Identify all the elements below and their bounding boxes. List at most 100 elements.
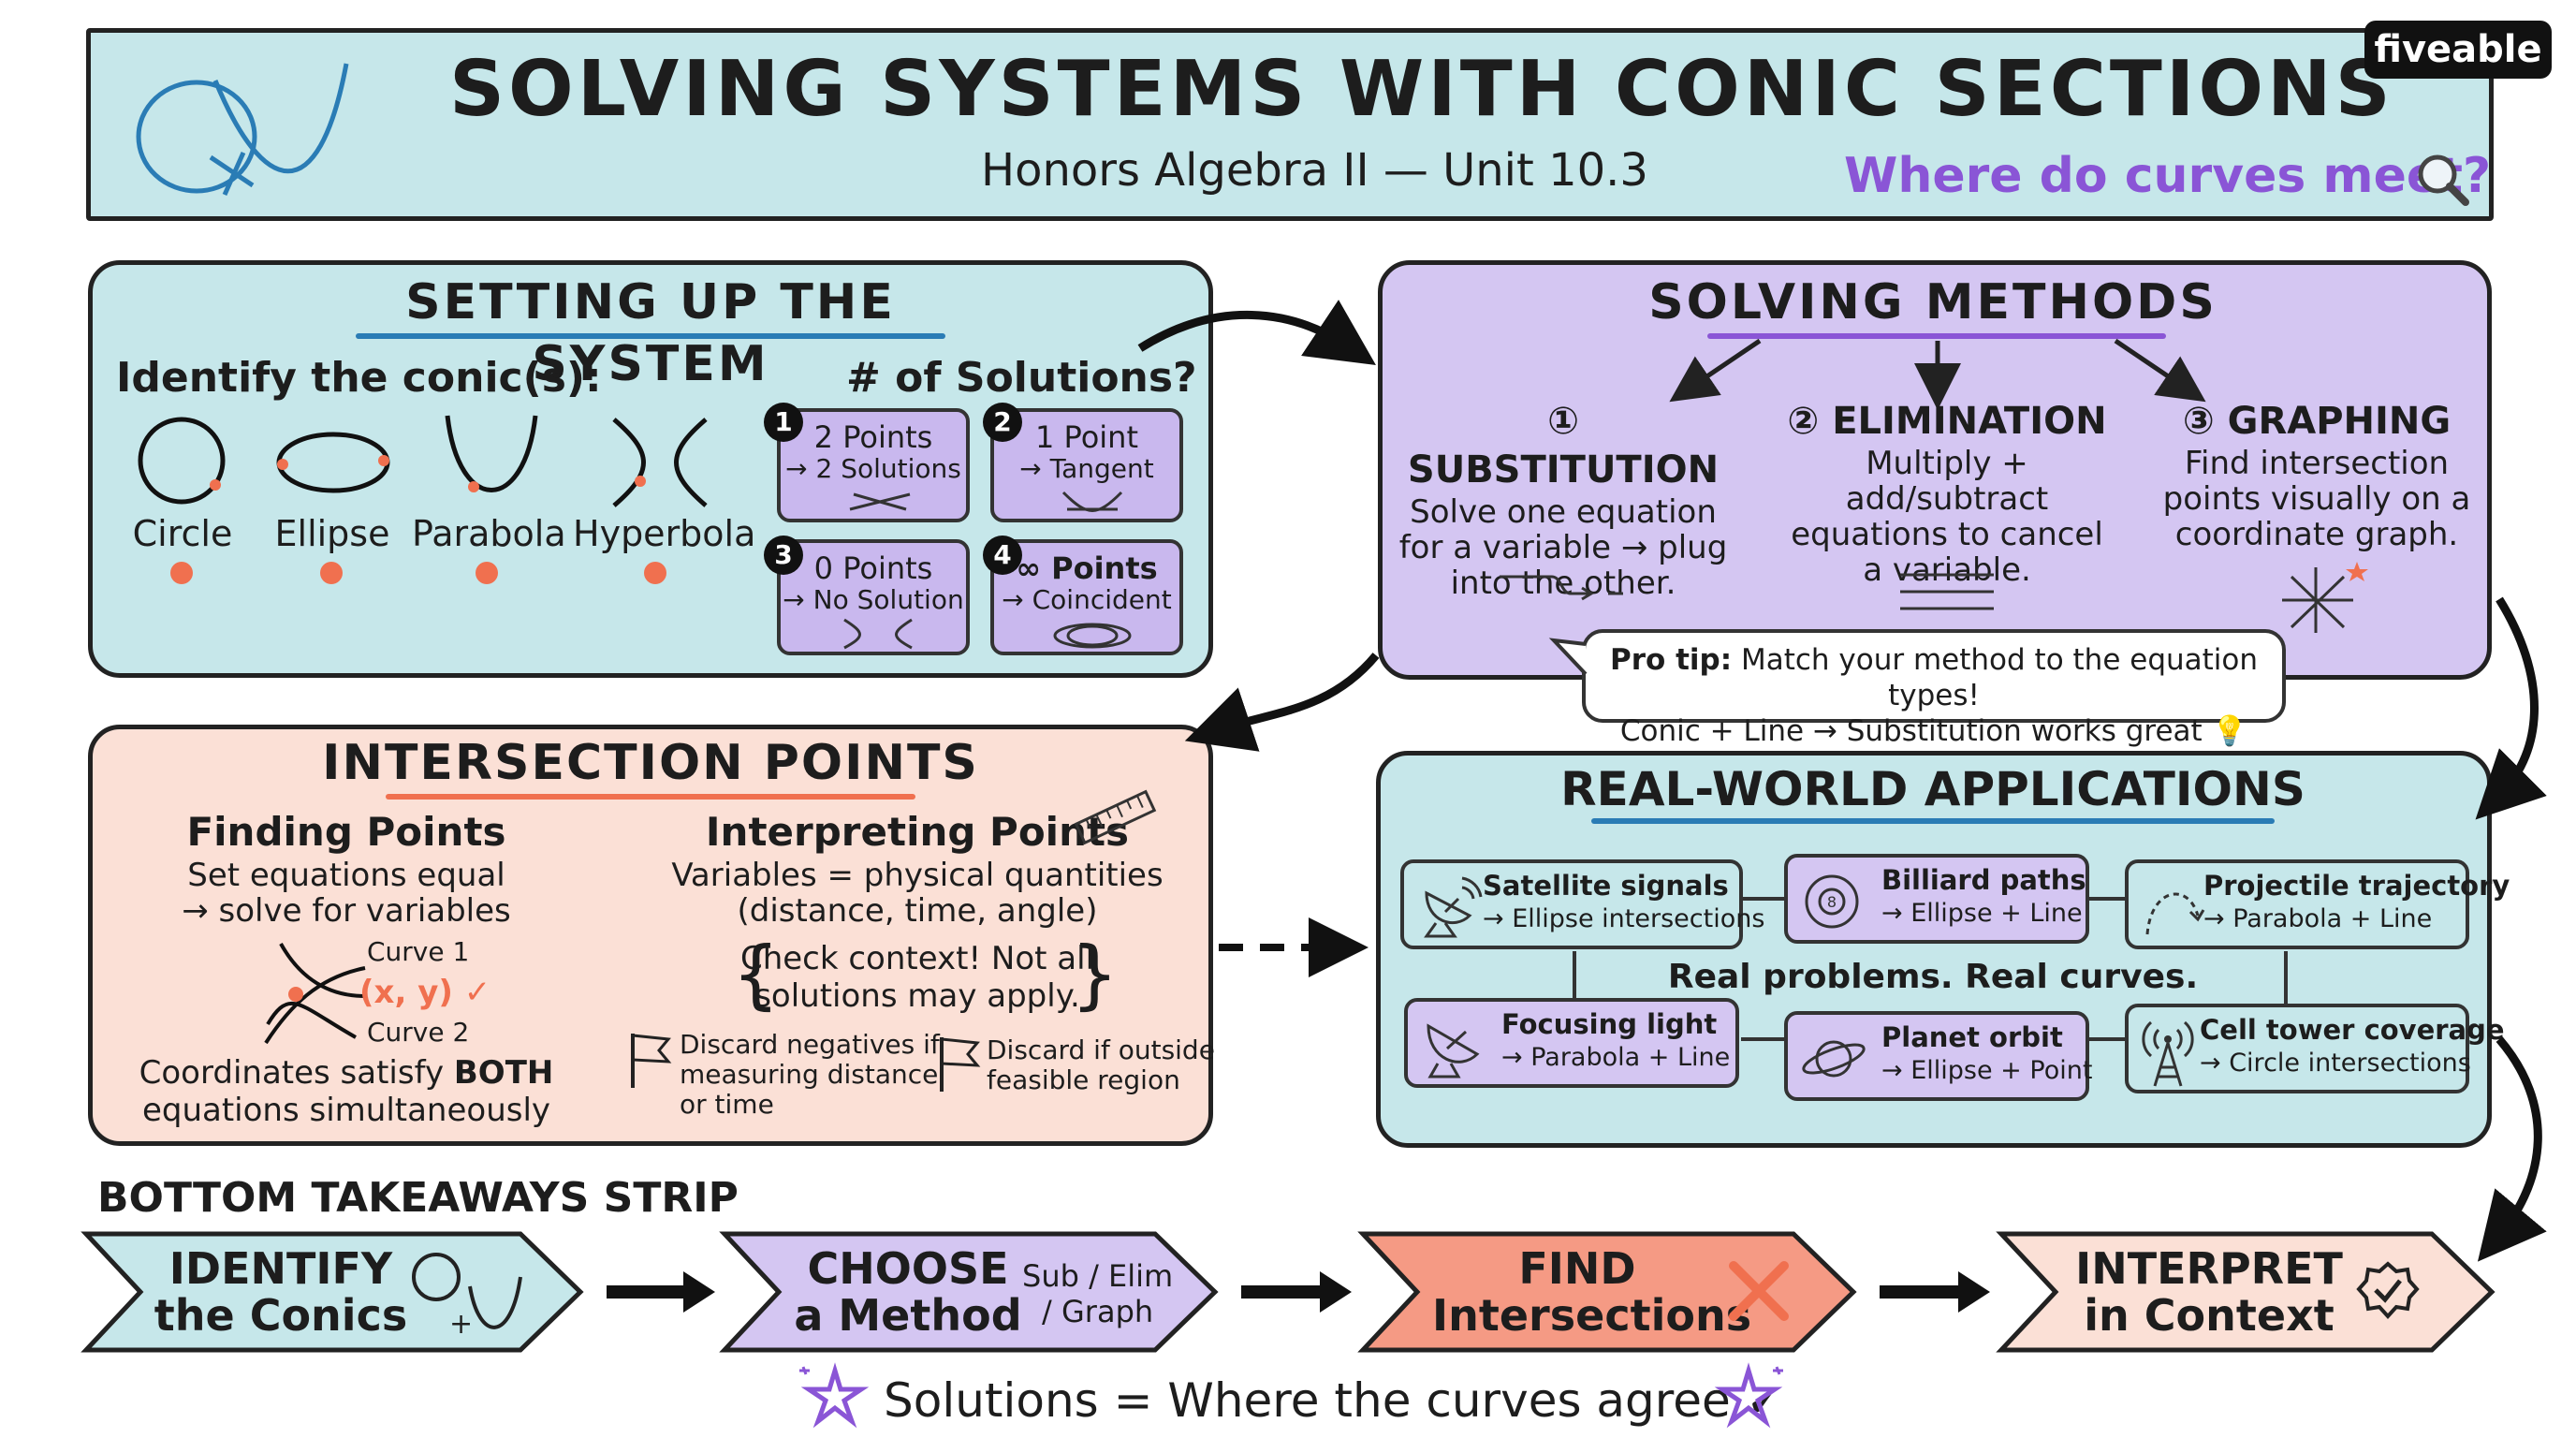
svg-text:+: + (449, 1308, 473, 1341)
finding-title: Finding Points (186, 809, 506, 855)
conic-label-hyperbola: Hyperbola (573, 513, 756, 554)
context-line: solutions may apply. (754, 977, 1080, 1015)
pro-tip-label: Pro tip: (1609, 643, 1733, 677)
solution-card-title: 0 Points (813, 550, 933, 586)
conic-label-parabola: Parabola (412, 513, 566, 554)
solution-badge-2: 2 (983, 403, 1022, 442)
ellipse-shape-icon (276, 432, 390, 493)
step-interpret: INTERPRET in Context (2059, 1245, 2359, 1339)
connector-line (2284, 951, 2288, 1004)
bullet-dot (320, 562, 343, 584)
discard-line: or time (680, 1089, 774, 1120)
app-projectile: Projectile trajectory → Parabola + Line (2125, 859, 2510, 949)
intersection-title: INTERSECTION POINTS (322, 735, 979, 791)
method-line: equations to cancel (1791, 516, 2103, 553)
method-line: into the other. (1450, 565, 1676, 602)
interpreting-points-block: Interpreting Points Variables = physical… (655, 807, 1179, 929)
flag-icon (940, 1037, 981, 1092)
discard-line: Discard if outside (987, 1034, 1215, 1065)
solution-card-sub: → 2 Solutions (785, 453, 961, 484)
cell-tower-icon (2142, 1020, 2194, 1087)
solution-card-1: 2 Points → 2 Solutions (777, 408, 970, 522)
solution-card-title: 2 Points (813, 419, 933, 455)
app-sub: → Ellipse intersections (1483, 904, 1765, 933)
setup-title: SETTING UP THE SYSTEM (405, 274, 896, 392)
methods-underline (1707, 333, 2166, 339)
method-title: ② ELIMINATION (1787, 400, 2107, 443)
solution-badge-1: 1 (764, 403, 803, 442)
step-line1: CHOOSE (807, 1243, 1009, 1294)
app-title: Satellite signals (1483, 870, 1729, 902)
lightbulb-icon: 💡 (2211, 714, 2248, 748)
applications-underline (1591, 818, 2275, 824)
connector-line (1741, 897, 1788, 901)
satisfy-bold: BOTH (453, 1054, 554, 1092)
method-elimination: ② ELIMINATION Multiply + add/subtract eq… (1760, 397, 2134, 588)
satisfy-pre: Coordinates satisfy (139, 1054, 454, 1092)
step-choose-side: Sub / Elim / Graph (1022, 1258, 1173, 1329)
app-title: Cell tower coverage (2200, 1014, 2505, 1046)
method-line: Solve one equation (1410, 493, 1717, 531)
conic-label-ellipse: Ellipse (274, 513, 390, 554)
brand-logo: fiveable (2364, 21, 2552, 79)
app-focusing-light: Focusing light → Parabola + Line (1404, 998, 1739, 1088)
app-sub: → Ellipse + Line (1881, 899, 2083, 928)
connector-line (2087, 897, 2129, 901)
solution-card-title: 1 Point (1035, 419, 1138, 455)
app-title: Projectile trajectory (2203, 870, 2510, 902)
tangent-icon (1061, 491, 1123, 512)
connector-line (2087, 1037, 2129, 1041)
conic-label-circle: Circle (132, 513, 233, 554)
app-billiard: 8 Billiard paths → Ellipse + Line (1784, 854, 2089, 944)
method-line: Multiply + add/subtract (1845, 445, 2049, 518)
app-sub: → Circle intersections (2200, 1049, 2471, 1078)
cross-mark-icon (1729, 1261, 1789, 1321)
setup-underline (356, 333, 945, 339)
sparkle-star-icon (799, 1362, 870, 1429)
intersect-icon (849, 492, 911, 511)
projectile-arc-icon (2145, 892, 2205, 935)
method-line: a variable. (1863, 551, 2031, 589)
bullet-dot (170, 562, 193, 584)
header-question: Where do curves meet? (1844, 148, 2492, 204)
flag-icon (631, 1034, 672, 1088)
method-graphing: ③ GRAPHING Find intersection points visu… (2153, 397, 2481, 552)
app-title: Billiard paths (1881, 864, 2086, 896)
intersection-underline (386, 794, 915, 800)
step-side2: / Graph (1042, 1294, 1154, 1329)
interpreting-title: Interpreting Points (705, 809, 1130, 855)
header-banner (86, 28, 2494, 221)
pro-tip-line2: Conic + Line → Substitution works great (1619, 714, 2203, 748)
connector-line (1741, 1037, 1788, 1041)
elimination-icon (1900, 573, 1994, 610)
bullet-dot (476, 562, 498, 584)
pro-tip-bubble: Pro tip: Match your method to the equati… (1582, 629, 2286, 748)
solution-card-2: 1 Point → Tangent (990, 408, 1183, 522)
satellite-dish-icon (1424, 876, 1483, 938)
circle-shape-icon (138, 417, 226, 505)
discard-line: Discard negatives if (680, 1029, 940, 1060)
check-badge-icon (2356, 1261, 2420, 1319)
discard-outside: Discard if outside feasible region (987, 1035, 1215, 1095)
method-substitution: ① SUBSTITUTION Solve one equation for a … (1395, 397, 1732, 601)
step-line2: a Method (794, 1290, 1022, 1341)
solution-badge-4: 4 (983, 536, 1022, 575)
solution-card-sub: → No Solution (783, 584, 964, 615)
solutions-label: # of Solutions? (846, 354, 1197, 402)
identify-label: Identify the conic(s): (116, 354, 602, 402)
graphing-icon (2282, 562, 2368, 633)
brace-left: { (732, 931, 780, 1018)
methods-title: SOLVING METHODS (1648, 274, 2217, 330)
method-line: Find intersection (2184, 445, 2450, 482)
method-branch-arrows (1669, 338, 2206, 410)
finding-line: → solve for variables (182, 892, 511, 930)
app-planet-orbit: Planet orbit → Ellipse + Point (1784, 1011, 2092, 1101)
app-satellite: Satellite signals → Ellipse intersection… (1400, 859, 1764, 949)
substitution-icon (1500, 575, 1623, 601)
satisfy-line2: equations simultaneously (141, 1092, 551, 1129)
point-label: (x, y) ✓ (359, 974, 491, 1011)
method-title: ③ GRAPHING (2182, 400, 2452, 443)
step-line2: in Context (2084, 1290, 2334, 1341)
